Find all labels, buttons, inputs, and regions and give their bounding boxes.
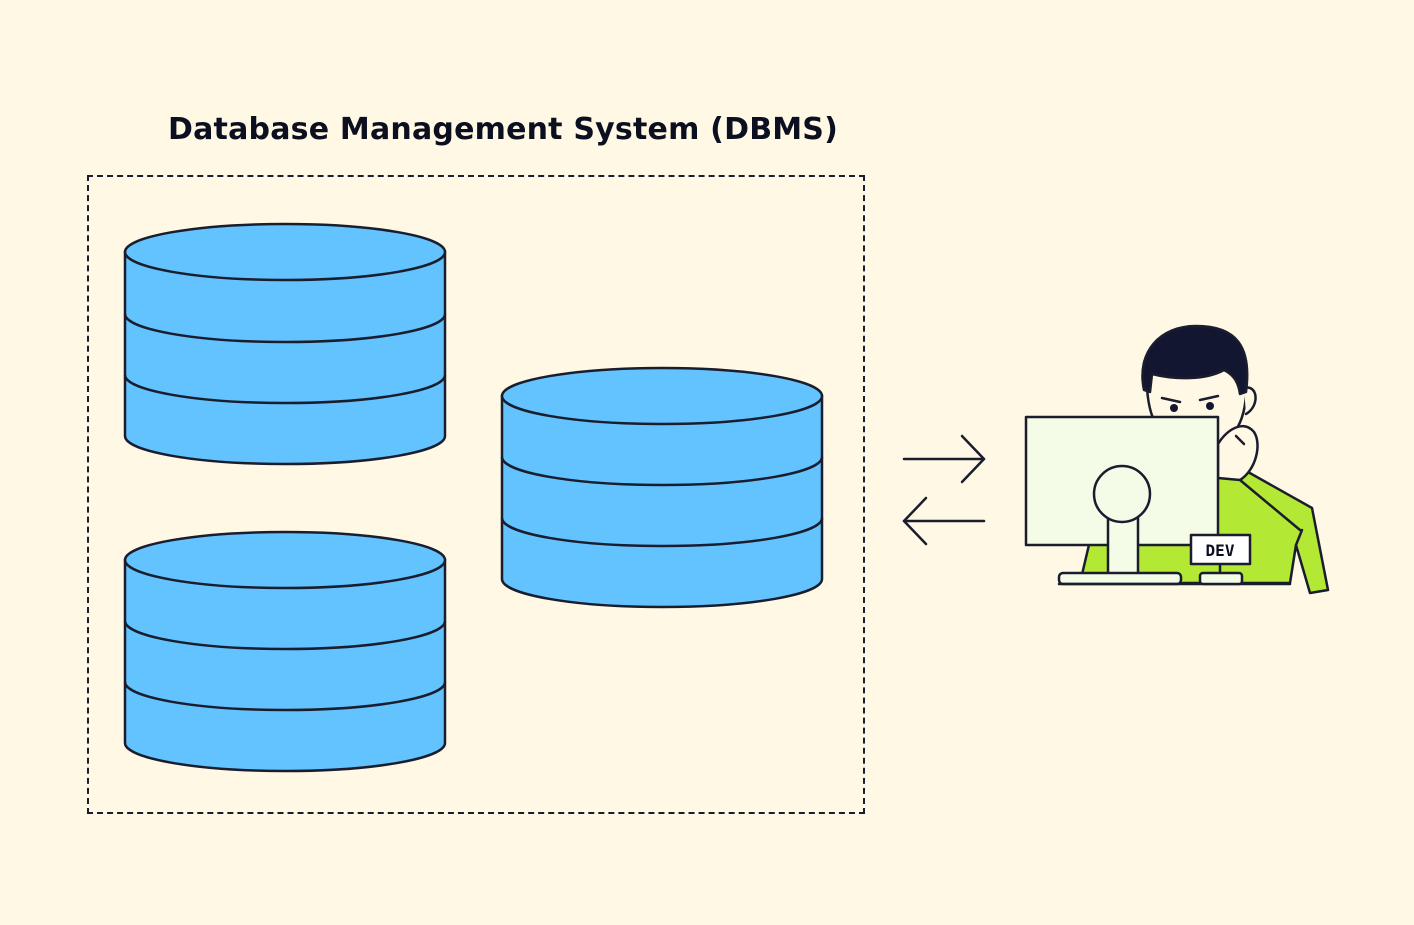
dbms-boundary [87,175,865,814]
arrow-right-icon [902,434,986,484]
dev-badge [1189,533,1252,566]
database-icon [123,222,447,466]
developer-illustration [1024,324,1330,595]
database-icon [500,366,824,609]
arrow-left-icon [902,496,986,546]
diagram-title: Database Management System (DBMS) [168,112,839,147]
hair [1141,324,1249,396]
database-icon [123,530,447,773]
dev-badge-label: DEV [1206,541,1235,560]
